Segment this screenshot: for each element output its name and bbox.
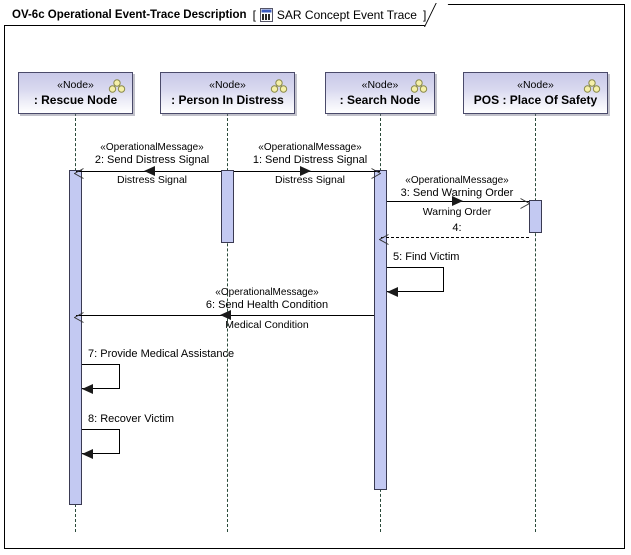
message-3-stereotype: «OperationalMessage» [405,175,509,186]
lifeline-name: POS : Place Of Safety [473,93,598,107]
message-2-name: 2: Send Distress Signal [94,154,210,166]
node-icon [270,79,288,93]
lifeline-stereotype: «Node» [209,79,246,91]
message-4-line[interactable] [381,237,529,238]
message-5-arrowhead [387,287,398,297]
lifeline-head-rescue-node[interactable]: «Node» : Rescue Node [18,72,133,114]
message-5-name: 5: Find Victim [393,251,460,263]
message-2-stereotype: «OperationalMessage» [100,142,204,153]
lifeline-place-of-safety [535,113,536,532]
message-2-signal-label: Distress Signal [116,174,188,186]
lifeline-name: : Person In Distress [171,93,284,107]
message-1-stereotype: «OperationalMessage» [258,142,362,153]
message-1-direction-marker [300,166,311,176]
lifeline-head-search-node[interactable]: «Node» : Search Node [325,72,435,114]
frame-bracket-close: ] [422,7,427,22]
message-2-direction-marker [144,166,155,176]
message-3-arrowhead [520,196,531,209]
message-1-signal-label: Distress Signal [274,174,346,186]
activation-bar-search-node [374,170,387,490]
message-6-signal-label: Medical Condition [225,319,309,331]
message-6-stereotype: «OperationalMessage» [215,287,319,298]
lifeline-stereotype: «Node» [361,79,399,91]
message-6-arrowhead [73,310,84,323]
node-icon [108,79,126,93]
message-3-signal-label: Warning Order [422,206,492,218]
lifeline-head-place-of-safety[interactable]: «Node» POS : Place Of Safety [463,72,608,114]
lifeline-head-person-in-distress[interactable]: «Node» : Person In Distress [160,72,295,114]
message-7-name: 7: Provide Medical Assistance [88,348,235,360]
message-5-loop[interactable] [387,267,444,292]
message-4-name: 4: [452,222,462,234]
diagram-title: OV-6c Operational Event-Trace Descriptio… [12,8,247,21]
frame-heading-tab: OV-6c Operational Event-Trace Descriptio… [4,3,450,27]
message-8-arrowhead [82,449,93,459]
message-3-name: 3: Send Warning Order [400,187,514,199]
node-icon [583,79,601,93]
event-trace-diagram-icon [259,7,273,22]
message-1-name: 1: Send Distress Signal [252,154,368,166]
activation-bar-person-in-distress [221,170,234,243]
lifeline-person-in-distress [227,113,228,532]
diagram-name-label: SAR Concept Event Trace [276,7,417,22]
message-8-loop[interactable] [82,429,120,454]
message-6-direction-marker [220,310,231,320]
node-icon [410,79,428,93]
activation-bar-rescue-node [69,170,82,505]
lifeline-name: : Search Node [339,93,421,107]
message-7-loop[interactable] [82,364,120,389]
lifeline-stereotype: «Node» [517,79,554,91]
message-8-name: 8: Recover Victim [88,413,174,425]
message-1-arrowhead [371,166,382,179]
message-7-arrowhead [82,384,93,394]
lifeline-name: : Rescue Node [33,93,118,107]
lifeline-stereotype: «Node» [57,79,94,91]
frame-bracket-open: [ [252,7,256,22]
message-3-direction-marker [452,196,463,206]
activation-bar-place-of-safety [529,200,542,233]
message-4-arrowhead [378,232,389,245]
message-6-name: 6: Send Health Condition [205,299,329,311]
message-2-arrowhead [73,166,84,179]
